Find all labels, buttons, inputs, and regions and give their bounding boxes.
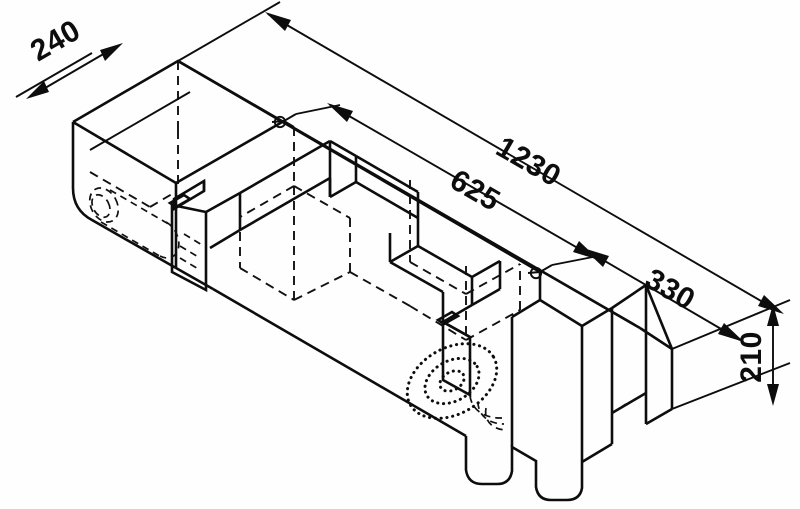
dimension-210: 210 bbox=[671, 299, 791, 410]
dimension-210-label: 210 bbox=[735, 331, 768, 383]
tank-body-outline bbox=[71, 59, 674, 502]
dimension-1230: 1230 bbox=[177, 1, 784, 314]
dimension-240: 240 bbox=[15, 14, 191, 151]
dimension-330: 330 bbox=[527, 248, 744, 342]
central-saddle-channel bbox=[167, 127, 521, 398]
dimension-625-label: 625 bbox=[445, 163, 506, 217]
outlet-pipe-left-icon bbox=[88, 171, 180, 259]
dimension-240-label: 240 bbox=[25, 14, 86, 68]
dimension-330-label: 330 bbox=[640, 262, 701, 316]
sender-aperture-right-icon bbox=[405, 342, 507, 431]
dimension-1230-label: 1230 bbox=[491, 130, 567, 193]
